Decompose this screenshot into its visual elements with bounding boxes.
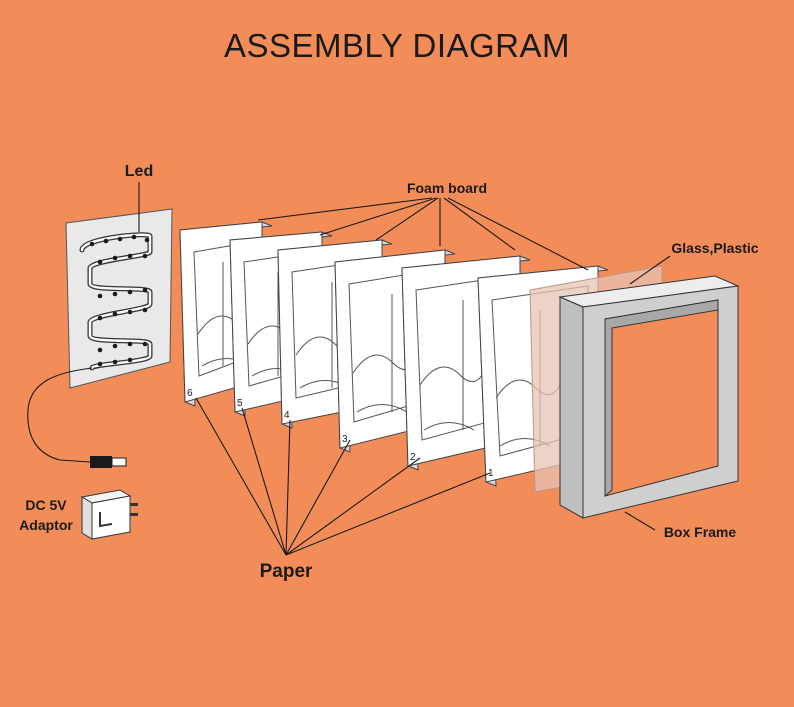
led-panel <box>65 208 173 389</box>
led-bulb-icon <box>127 253 133 259</box>
led-bulb-icon <box>89 241 95 247</box>
led-bulb-icon <box>142 341 148 347</box>
led-bulb-icon <box>112 343 118 349</box>
led-bulb-icon <box>127 289 133 295</box>
label-foam-board: Foam board <box>407 180 487 196</box>
layer-number: 4 <box>284 410 290 421</box>
led-bulb-icon <box>144 237 150 243</box>
led-bulb-icon <box>127 357 133 363</box>
led-bulb-icon <box>142 307 148 313</box>
led-bulb-icon <box>112 255 118 261</box>
led-bulb-icon <box>112 311 118 317</box>
led-bulb-icon <box>97 259 103 265</box>
led-bulb-icon <box>131 234 137 240</box>
led-bulb-icon <box>97 293 103 299</box>
led-bulb-icon <box>127 309 133 315</box>
box-frame <box>558 275 740 519</box>
usb-cable <box>27 367 127 468</box>
label-adaptor-line1: DC 5V <box>25 497 67 513</box>
layer-number: 1 <box>488 468 494 479</box>
diagram-title: ASSEMBLY DIAGRAM <box>224 27 570 64</box>
led-bulb-icon <box>142 287 148 293</box>
label-adaptor-line2: Adaptor <box>19 517 73 533</box>
usb-plug-icon <box>90 456 112 468</box>
led-bulb-icon <box>117 236 123 242</box>
layer-number: 3 <box>342 434 348 445</box>
led-bulb-icon <box>97 347 103 353</box>
layer-number: 6 <box>187 388 193 399</box>
led-bulb-icon <box>142 253 148 259</box>
label-paper: Paper <box>260 561 313 582</box>
led-bulb-icon <box>112 359 118 365</box>
label-glass-plastic: Glass,Plastic <box>671 240 758 256</box>
leader-lines <box>138 182 671 556</box>
led-bulb-icon <box>97 361 103 367</box>
layer-number: 2 <box>410 452 416 463</box>
led-bulb-icon <box>112 291 118 297</box>
led-bulb-icon <box>103 238 109 244</box>
label-led: Led <box>125 163 153 180</box>
adaptor-icon <box>80 489 138 540</box>
led-bulb-icon <box>97 315 103 321</box>
led-strip <box>79 232 153 371</box>
layer-number: 5 <box>237 398 243 409</box>
label-box-frame: Box Frame <box>664 524 737 540</box>
led-bulb-icon <box>127 341 133 347</box>
